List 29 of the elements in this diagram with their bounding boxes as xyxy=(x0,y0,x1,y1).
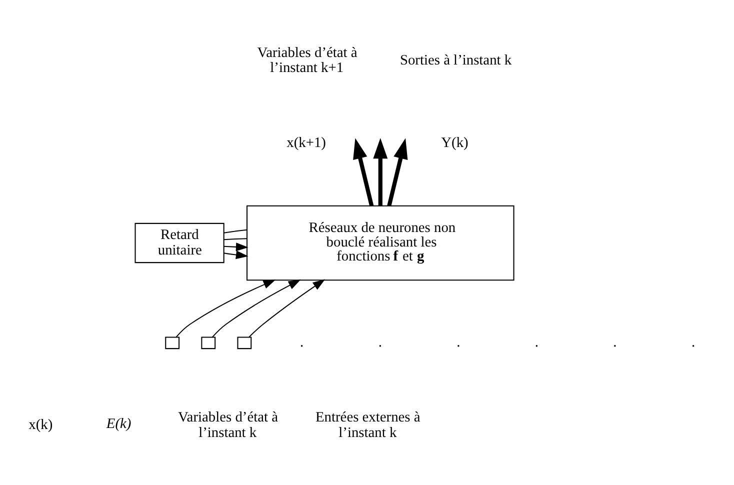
label: Y(k) xyxy=(441,134,468,150)
node-box: Réseaux de neurones non bouclé réalisant les fonctions f et g xyxy=(246,204,514,280)
node-box xyxy=(165,336,180,349)
arrow xyxy=(176,279,276,337)
label: Variables d’état à l’instant k+1 xyxy=(257,44,358,76)
arrow xyxy=(387,138,408,206)
label: Entrées externes à l’instant k xyxy=(316,408,420,440)
connector xyxy=(224,228,247,233)
arrow xyxy=(224,250,248,259)
node-box: Retard unitaire xyxy=(134,222,224,263)
arrow xyxy=(373,138,388,206)
label: E(k) xyxy=(106,416,132,432)
label: . xyxy=(534,334,538,350)
label: x(k) xyxy=(28,416,53,433)
node-box xyxy=(237,336,252,349)
arrow xyxy=(353,138,374,206)
label: x(k+1) xyxy=(286,134,326,150)
label: . xyxy=(378,334,382,350)
label: . xyxy=(613,334,617,350)
label: . xyxy=(456,334,460,350)
label: Variables d’état à l’instant k xyxy=(178,408,278,440)
label: Sorties à l’instant k xyxy=(400,52,512,68)
arrow xyxy=(212,279,301,338)
arrow xyxy=(248,278,326,337)
label: . xyxy=(691,334,696,350)
label: . xyxy=(300,334,304,350)
node-box xyxy=(201,336,216,349)
connector xyxy=(224,238,247,240)
arrow xyxy=(224,242,248,251)
